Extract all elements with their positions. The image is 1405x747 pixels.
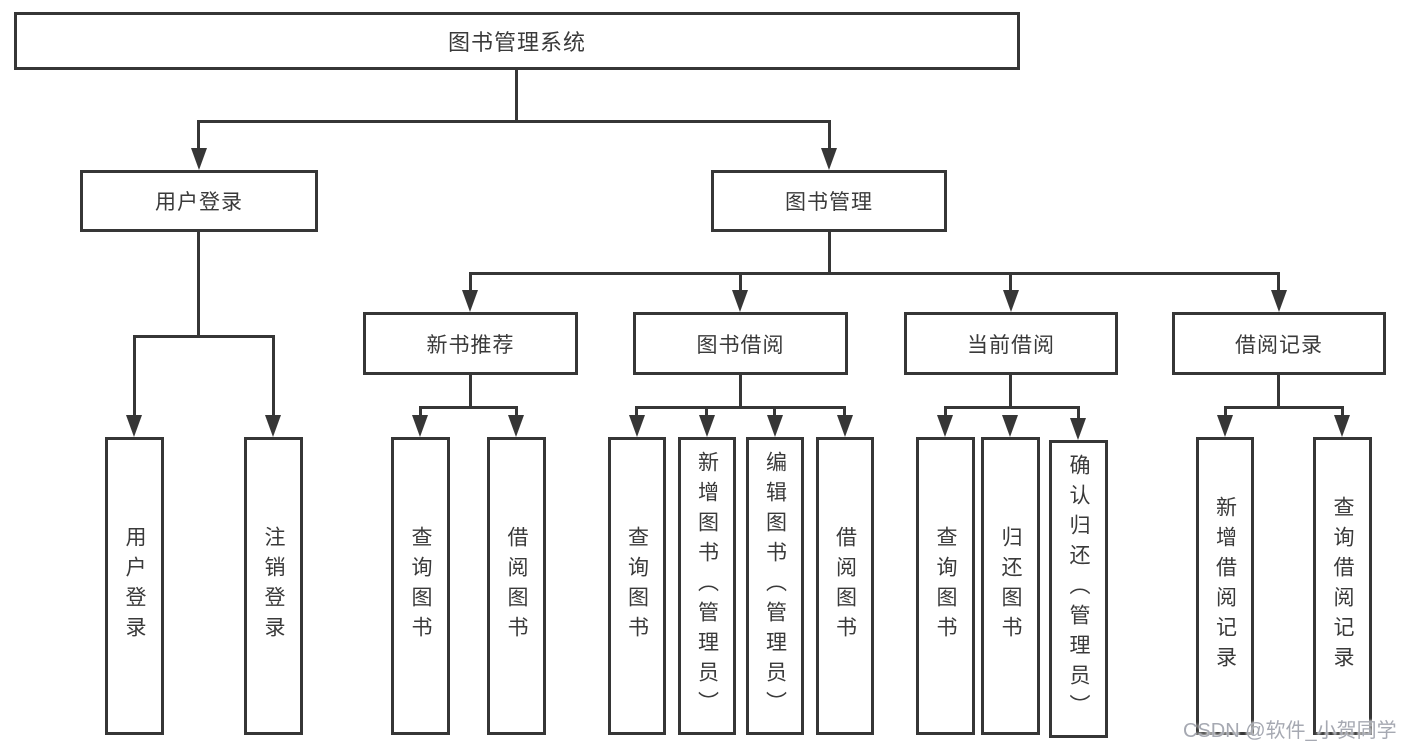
connector-line: [1341, 406, 1344, 418]
connector-line: [419, 406, 518, 409]
leaf-confirm-return-admin: 确认归还（管理员）: [1049, 440, 1108, 738]
connector-line: [1009, 272, 1012, 292]
connector-line: [197, 120, 831, 123]
arrowhead-icon: [126, 415, 142, 437]
connector-line: [843, 406, 846, 418]
connector-line: [1077, 406, 1080, 418]
arrowhead-icon: [767, 415, 783, 437]
connector-line: [133, 335, 275, 338]
connector-line: [272, 335, 275, 417]
connector-line: [705, 406, 708, 418]
arrowhead-icon: [1070, 418, 1086, 440]
arrowhead-icon: [191, 148, 207, 170]
connector-line: [515, 70, 518, 120]
leaf-add-borrow-record: 新增借阅记录: [1196, 437, 1254, 735]
connector-line: [635, 406, 638, 418]
arrowhead-icon: [821, 148, 837, 170]
arrowhead-icon: [1217, 415, 1233, 437]
connector-line: [1277, 272, 1280, 292]
leaf-borrow-books-recommend: 借阅图书: [487, 437, 546, 735]
node-book-management: 图书管理: [711, 170, 947, 232]
connector-line: [944, 406, 1080, 409]
arrowhead-icon: [462, 290, 478, 312]
leaf-borrow-books: 借阅图书: [816, 437, 874, 735]
arrowhead-icon: [1003, 290, 1019, 312]
connector-line: [1224, 406, 1344, 409]
connector-line: [828, 120, 831, 152]
leaf-query-books-recommend: 查询图书: [391, 437, 450, 735]
connector-line: [828, 232, 831, 272]
leaf-logout: 注销登录: [244, 437, 303, 735]
arrowhead-icon: [629, 415, 645, 437]
connector-line: [739, 375, 742, 409]
arrowhead-icon: [265, 415, 281, 437]
leaf-query-books-current: 查询图书: [916, 437, 975, 735]
leaf-add-books-admin: 新增图书（管理员）: [678, 437, 736, 735]
connector-line: [469, 272, 472, 292]
watermark-text: CSDN @软件_小贺同学: [1183, 720, 1397, 742]
connector-line: [1277, 375, 1280, 409]
node-borrowing-records: 借阅记录: [1172, 312, 1386, 375]
connector-line: [469, 375, 472, 409]
leaf-return-books: 归还图书: [981, 437, 1040, 735]
connector-line: [944, 406, 947, 418]
arrowhead-icon: [1271, 290, 1287, 312]
connector-line: [469, 272, 1280, 275]
node-new-book-recommendation: 新书推荐: [363, 312, 578, 375]
node-user-login: 用户登录: [80, 170, 318, 232]
connector-line: [419, 406, 422, 418]
arrowhead-icon: [699, 415, 715, 437]
arrowhead-icon: [937, 415, 953, 437]
arrowhead-icon: [1002, 415, 1018, 437]
leaf-user-login: 用户登录: [105, 437, 164, 735]
connector-line: [739, 272, 742, 292]
connector-line: [133, 335, 136, 417]
arrowhead-icon: [508, 415, 524, 437]
connector-line: [197, 232, 200, 335]
connector-line: [1224, 406, 1227, 418]
arrowhead-icon: [837, 415, 853, 437]
connector-line: [1009, 375, 1012, 409]
connector-line: [773, 406, 776, 418]
node-system-root: 图书管理系统: [14, 12, 1020, 70]
arrowhead-icon: [732, 290, 748, 312]
connector-line: [197, 120, 200, 152]
leaf-edit-books-admin: 编辑图书（管理员）: [746, 437, 804, 735]
leaf-query-books-borrowing: 查询图书: [608, 437, 666, 735]
arrowhead-icon: [412, 415, 428, 437]
connector-line: [515, 406, 518, 418]
arrowhead-icon: [1334, 415, 1350, 437]
node-current-borrowing: 当前借阅: [904, 312, 1118, 375]
node-book-borrowing: 图书借阅: [633, 312, 848, 375]
connector-line: [635, 406, 846, 409]
leaf-query-borrow-record: 查询借阅记录: [1313, 437, 1372, 735]
